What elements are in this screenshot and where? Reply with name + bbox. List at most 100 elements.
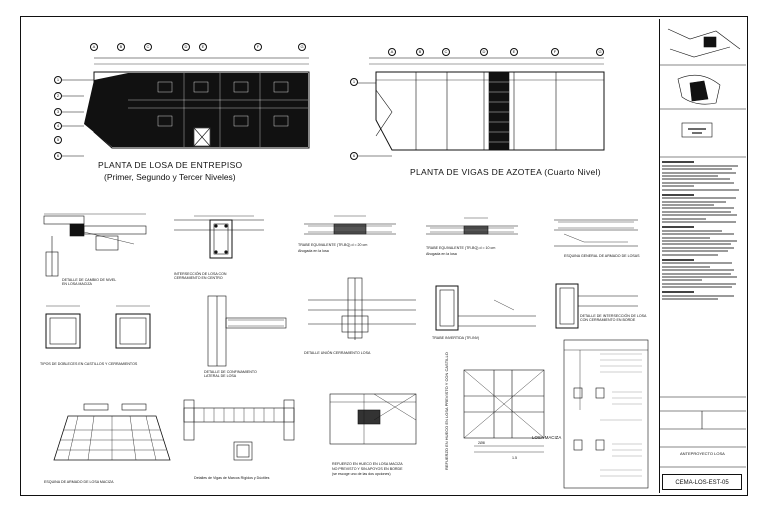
note-line: [662, 214, 738, 217]
detail-cambio-nivel: [43, 213, 147, 277]
note-line: [662, 239, 738, 242]
axis-bubble-top-left: G: [298, 43, 306, 51]
note-line: [662, 282, 736, 285]
label-dim-1-5: 1.5: [512, 456, 517, 460]
axis-bubble-top-left: A: [90, 43, 98, 51]
note-line: [662, 298, 718, 301]
axis-bubble-top-right: C: [442, 48, 450, 56]
axis-bubble-left: 6: [54, 152, 62, 160]
drawing-sheet-border: [20, 16, 748, 496]
detail-esquina-armado: [53, 403, 171, 461]
label-refuerzo-previsto: REFUERZO EN HUECO EN LOSA PREVISTO Y CON…: [444, 352, 449, 470]
note-line: [662, 171, 736, 174]
sheet-code: CEMA-LOS-EST-05: [662, 474, 742, 490]
note-line: [662, 181, 734, 184]
plan-entrepiso-subtitle: (Primer, Segundo y Tercer Niveles): [104, 172, 236, 182]
detail-refuerzo-previsto: [463, 369, 545, 453]
axis-bubble-right: 6: [350, 152, 358, 160]
detail-trabe-20: [304, 215, 396, 235]
note-line: [662, 210, 731, 213]
detail-confinamiento: [207, 295, 287, 367]
note-line: [662, 229, 722, 232]
label-confinamiento: DETALLE DE CONFINAMIENTO LATERAL DE LOSA: [204, 370, 257, 378]
axis-bubble-top-right: A: [388, 48, 396, 56]
axis-bubble-top-right: B: [416, 48, 424, 56]
note-line: [662, 291, 694, 294]
note-line: [662, 272, 731, 275]
label-dobleces: TIPOS DE DOBLECES EN CASTILLOS Y CERRAMI…: [40, 362, 138, 366]
title-block-graphics: [660, 28, 746, 468]
axis-bubble-top-left: B: [117, 43, 125, 51]
detail-trabe-10: [426, 217, 518, 235]
note-line: [662, 262, 733, 265]
note-line: [662, 236, 710, 239]
axis-bubble-top-right: D: [480, 48, 488, 56]
axis-bubble-top-right: G: [596, 48, 604, 56]
label-esquina: ESQUINA GENERAL DE ARMADO DE LOSAS: [564, 254, 640, 258]
note-line: [662, 221, 736, 224]
label-trabe-20-note: Ahogada en la losa: [298, 249, 329, 253]
note-line: [662, 161, 694, 164]
general-notes: [662, 158, 742, 390]
plan-entrepiso-title: PLANTA DE LOSA DE ENTREPISO: [98, 160, 243, 170]
note-line: [662, 243, 731, 246]
note-line: [662, 193, 694, 196]
detail-dobleces: [45, 305, 151, 349]
label-trabe-20: TRABE EQUIVALENTE (TR-BQ) d = 20 cm: [298, 243, 368, 247]
detail-vigas-marcos: [183, 399, 295, 461]
note-line: [662, 207, 734, 210]
note-line: [662, 279, 702, 282]
detail-trabe-invertida: [435, 285, 536, 331]
plan-azotea-title: PLANTA DE VIGAS DE AZOTEA (Cuarto Nivel): [410, 167, 601, 177]
label-vigas-marcos: Detalles de Vigas de Marcos Rígidos y Dú…: [194, 476, 270, 480]
axis-bubble-left: 5: [54, 136, 62, 144]
label-dim-2o8: 2Ø8: [478, 441, 485, 445]
note-line: [662, 204, 714, 207]
label-interseccion-centro: INTERSECCIÓN DE LOSA CON CERRAMIENTO EN …: [174, 272, 227, 280]
legend-box: [563, 339, 649, 489]
axis-bubble-top-left: C: [144, 43, 152, 51]
label-cambio-nivel: DETALLE DE CAMBIO DE NIVEL EN LOSA MACIZ…: [62, 278, 117, 286]
axis-bubble-top-right: F: [551, 48, 559, 56]
note-line: [662, 258, 694, 261]
label-trabe-10-note: Ahogada en la losa: [426, 252, 457, 256]
axis-bubble-top-left: E: [199, 43, 207, 51]
note-line: [662, 197, 736, 200]
note-line: [662, 200, 726, 203]
detail-union: [308, 277, 416, 340]
detail-esquina-general: [554, 219, 638, 247]
title-block-project: ANTEPROYECTO LOSA: [680, 451, 725, 456]
note-line: [662, 233, 734, 236]
label-esquina-armado: ESQUINA DE ARMADO DE LOSA MACIZA: [44, 480, 114, 484]
note-line: [662, 286, 733, 289]
note-line: [662, 226, 694, 229]
axis-bubble-left: 4: [54, 122, 62, 130]
note-line: [662, 164, 738, 167]
label-union: DETALLE UNIÓN CERRAMIENTO LOSA: [304, 351, 371, 355]
axis-bubble-left: 3: [54, 108, 62, 116]
note-line: [662, 168, 733, 171]
note-line: [662, 265, 710, 268]
note-line: [662, 269, 734, 272]
axis-bubble-left: 1: [54, 76, 62, 84]
detail-interseccion-centro: [174, 215, 264, 259]
label-trabe-invertida: TRABE INVERTIDA (TR-INV): [432, 336, 480, 340]
note-line: [662, 246, 734, 249]
detail-refuerzo-hueco: [329, 393, 417, 445]
title-block: [659, 19, 746, 493]
label-trabe-10: TRABE EQUIVALENTE (TR-BQ) d = 10 cm: [426, 246, 496, 250]
plan-entrepiso: [60, 57, 310, 157]
note-line: [662, 275, 738, 278]
axis-bubble-top-left: F: [254, 43, 262, 51]
label-refuerzo-hueco: REFUERZO EN HUECO EN LOSA MACIZA: [332, 462, 403, 466]
label-interseccion-borde: DETALLE DE INTERSECCIÓN DE LOSA CON CERR…: [580, 314, 647, 322]
label-refuerzo-hueco-2: NO PREVISTO Y SIN APOYOS EN BORDE: [332, 467, 403, 471]
label-losa-maciza: LOSA MACIZA: [532, 435, 562, 440]
note-line: [662, 185, 694, 188]
axis-bubble-left: 2: [54, 92, 62, 100]
axis-bubble-right: 1: [350, 78, 358, 86]
detail-interseccion-borde: [555, 283, 638, 329]
note-line: [662, 250, 728, 253]
note-line: [662, 253, 718, 256]
note-line: [662, 294, 734, 297]
